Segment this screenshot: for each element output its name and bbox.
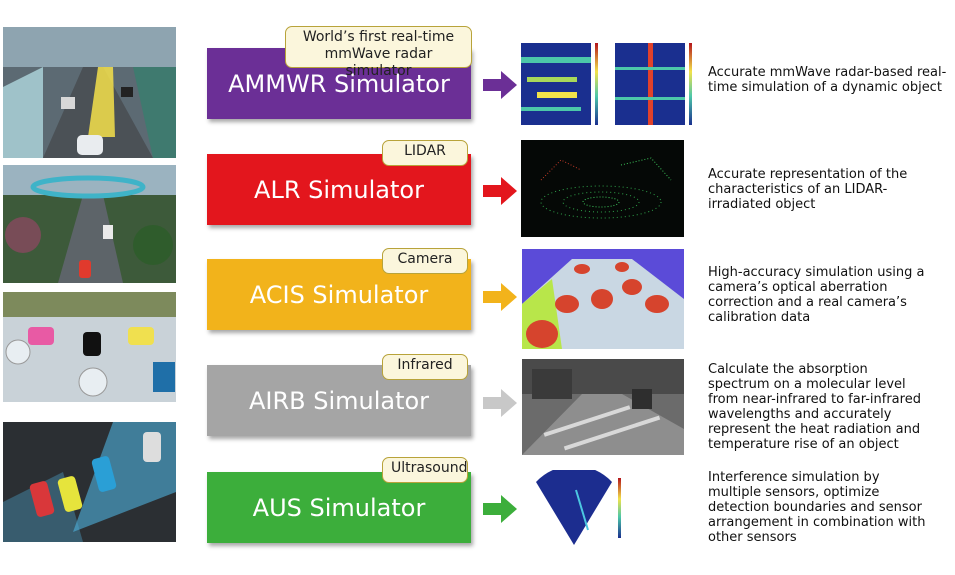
desc-ammwr: Accurate mmWave radar-based real-time si… [708, 65, 947, 95]
ultrasound-output-image [518, 470, 630, 550]
camera-scene-image [3, 292, 176, 402]
desc-alr: Accurate representation of the character… [708, 167, 908, 212]
tag-ultrasound: Ultrasound [382, 457, 468, 483]
camera-output-image [522, 249, 684, 349]
desc-acis: High-accuracy simulation using a camera’… [708, 265, 925, 325]
arrow-right-icon [483, 283, 517, 311]
arrow-right-icon [483, 389, 517, 417]
tag-camera: Camera [382, 248, 468, 274]
radar-scene-image [3, 27, 176, 158]
tag-ammwr: World’s first real-time mmWave radar sim… [285, 26, 472, 79]
radar-output-image [517, 37, 699, 132]
arrow-right-icon [483, 71, 517, 99]
lidar-scene-image [3, 165, 176, 283]
arrow-right-icon [483, 177, 517, 205]
tag-infrared: Infrared [382, 354, 468, 380]
desc-airb: Calculate the absorption spectrum on a m… [708, 362, 921, 452]
arrow-right-icon [483, 495, 517, 523]
sim-box-aus: AUS Simulator [207, 472, 471, 543]
ultrasound-scene-image [3, 422, 176, 542]
desc-aus: Interference simulation by multiple sens… [708, 470, 926, 545]
infrared-output-image [522, 359, 684, 455]
lidar-output-image [521, 140, 684, 237]
tag-lidar: LIDAR [382, 140, 468, 166]
